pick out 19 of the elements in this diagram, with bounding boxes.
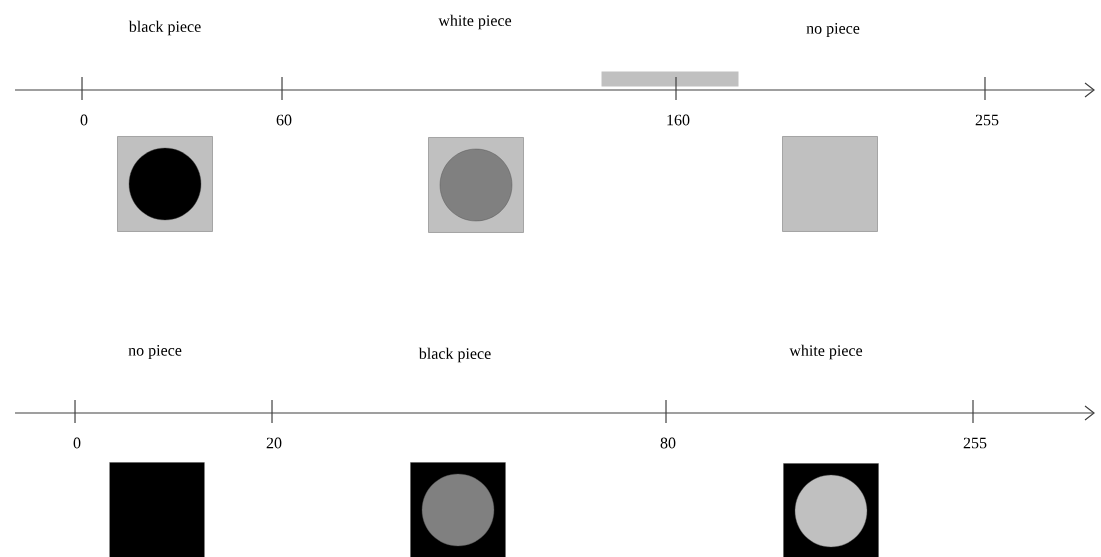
piece-label: white piece xyxy=(438,14,512,30)
piece-label: white piece xyxy=(789,344,863,360)
tick-label: 60 xyxy=(276,114,292,126)
tick-label: 80 xyxy=(660,437,676,449)
piece-square xyxy=(782,136,878,232)
tick-label: 255 xyxy=(963,437,987,449)
piece-label: no piece xyxy=(806,23,860,37)
tick-label: 0 xyxy=(73,437,81,449)
piece-label: black piece xyxy=(418,347,491,363)
piece-square xyxy=(428,137,524,233)
tick-label: 160 xyxy=(667,114,690,126)
tick-label: 255 xyxy=(975,114,999,126)
piece-square xyxy=(109,462,205,557)
range-bar xyxy=(601,71,739,87)
tick-label: 20 xyxy=(266,437,282,449)
tick-label: 0 xyxy=(80,114,88,126)
piece-square xyxy=(117,136,213,232)
piece-label: black piece xyxy=(128,20,201,36)
piece-label: no piece xyxy=(128,345,182,359)
